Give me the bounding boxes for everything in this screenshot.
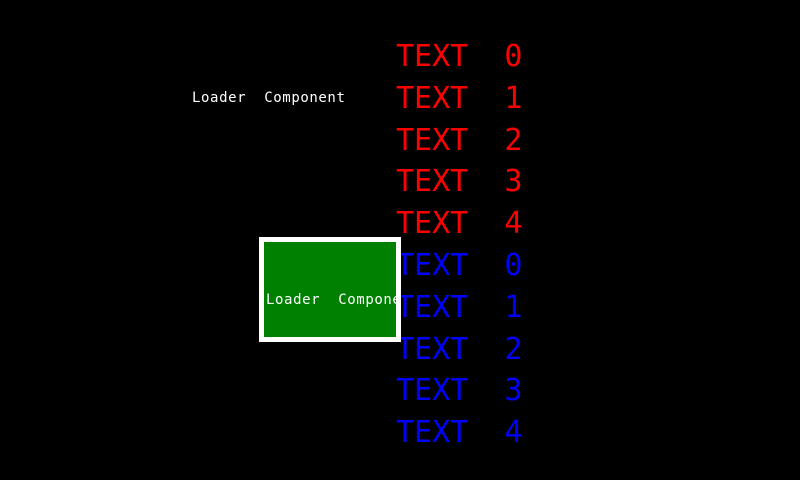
text-row[interactable]: TEXT 1 [396,80,523,116]
text-row[interactable]: TEXT 2 [396,122,523,158]
text-row[interactable]: TEXT 2 [396,331,523,367]
loader-component-box[interactable]: Loader Component [259,237,401,342]
text-row[interactable]: TEXT 3 [396,164,523,200]
text-row-list: TEXT 0 TEXT 1 TEXT 2 TEXT 3 TEXT 4 TEXT … [396,36,536,454]
loader-box-label: Loader Component [266,292,401,308]
text-row[interactable]: TEXT 4 [396,415,523,451]
text-row[interactable]: TEXT 3 [396,373,523,409]
text-row[interactable]: TEXT 0 [396,39,523,74]
text-row[interactable]: TEXT 4 [396,206,523,242]
text-row[interactable]: TEXT 0 [396,247,523,283]
top-loader-component-label: Loader Component [192,90,346,106]
text-row[interactable]: TEXT 1 [396,289,523,325]
